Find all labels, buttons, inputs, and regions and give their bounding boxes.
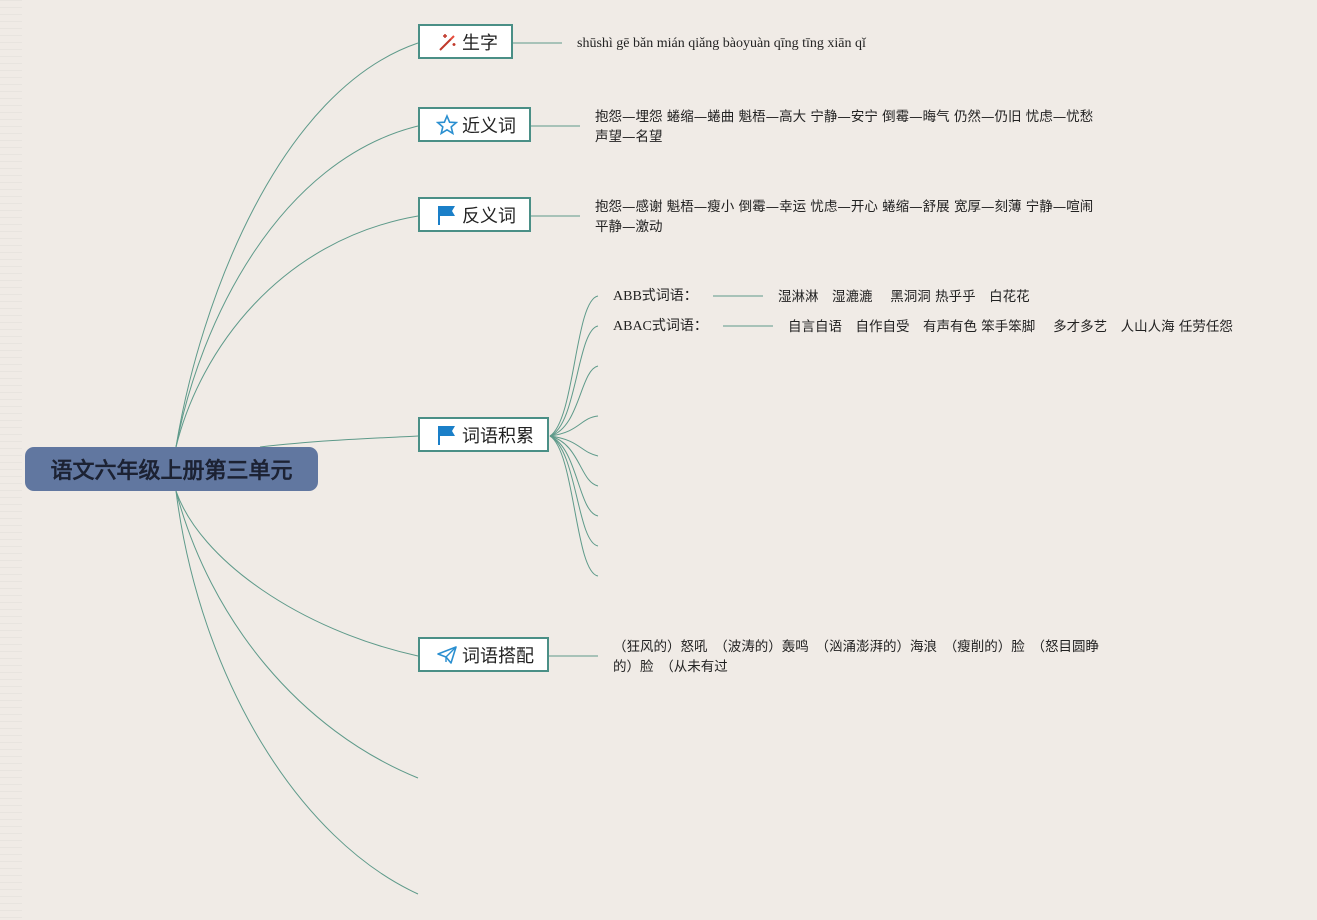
connector-empty-1 [175,490,419,779]
connector-jilei-sub-6 [549,435,599,487]
branch-label: 词语搭配 [462,645,534,667]
subitem-abb-content: 湿淋淋 湿漉漉 黑洞洞 热乎乎 白花花 [778,289,1030,305]
connector-jilei-sub-8 [549,435,599,547]
subitem-abac-label: ABAC式词语： [613,319,708,334]
connector-ciyu-jilei [259,435,419,448]
branch-shengzi[interactable]: 生字 [418,24,513,59]
leaf-shengzi-content: shūshì gē bǎn mián qiǎng bàoyuàn qīng tī… [577,36,866,51]
connector-jilei-sub-3 [549,365,599,437]
connector-jilei-sub-2 [549,325,599,437]
connector-empty-2 [175,490,419,895]
subitem-abb-label: ABB式词语： [613,289,698,304]
subitem-abac-content: 自言自语 自作自受 有声有色 笨手笨脚 多才多艺 人山人海 任劳任怨 [788,319,1233,335]
branch-fanyici[interactable]: 反义词 [418,197,531,232]
branch-label: 反义词 [462,205,516,227]
leaf-jinyici-content: 抱怨—埋怨 蜷缩—蜷曲 魁梧—高大 宁静—安宁 倒霉—晦气 仍然—仍旧 忧虑—忧… [595,109,1094,145]
connector-jinyici [175,125,419,448]
connector-jilei-sub-4 [549,415,599,437]
branch-label: 生字 [462,32,498,54]
connector-fanyici [175,215,419,448]
flag-icon [436,424,458,446]
magic-wand-icon [436,31,458,53]
branch-ciyu-jilei[interactable]: 词语积累 [418,417,549,452]
connector-jilei-sub-5 [549,435,599,457]
connector-jilei-sub-7 [549,435,599,517]
connector-jilei-sub-1 [549,295,599,437]
leaf-dapei-content: （狂风的）怒吼 （波涛的）轰鸣 （汹涌澎湃的）海浪 （瘦削的）脸 （怒目圆睁的）… [613,639,1099,675]
branch-jinyici[interactable]: 近义词 [418,107,531,142]
paper-plane-icon [436,644,458,666]
star-icon [436,113,458,136]
connector-shengzi [175,42,419,448]
root-title: 语文六年级上册第三单元 [50,459,293,484]
flag-icon [436,204,458,226]
leaf-fanyici-content: 抱怨—感谢 魁梧—瘦小 倒霉—幸运 忧虑—开心 蜷缩—舒展 宽厚—刻薄 宁静—喧… [595,199,1094,235]
root-topic[interactable]: 语文六年级上册第三单元 [25,447,318,491]
branch-label: 近义词 [462,115,516,137]
branch-ciyu-dapei[interactable]: 词语搭配 [418,637,549,672]
branch-label: 词语积累 [462,425,534,447]
connector-ciyu-dapei [175,490,419,657]
left-edge-stripe [0,0,22,920]
connector-jilei-sub-9 [549,435,599,577]
